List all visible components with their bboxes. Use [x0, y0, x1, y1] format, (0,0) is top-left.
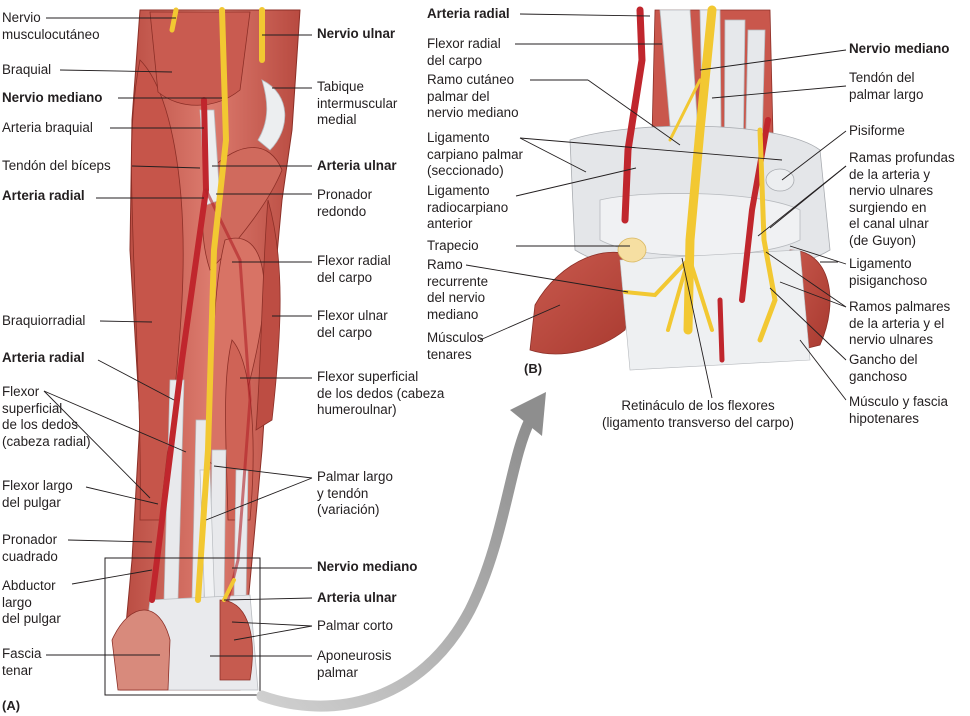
label-nervio-musculocutaneo: Nervio musculocutáneo	[2, 10, 100, 42]
panel-a-tag: (A)	[2, 698, 21, 713]
leader-lines-b-left	[465, 13, 783, 341]
label-arteria-radial-a: Arteria radial	[2, 188, 85, 203]
label-ligamento-radiocarpiano: Ligamento radiocarpiano anterior	[427, 183, 509, 231]
label-braquiorradial: Braquiorradial	[2, 313, 86, 328]
label-ramo-recurrente: Ramo recurrente del nervio mediano	[427, 257, 489, 322]
label-arteria-radial-b: Arteria radial	[427, 6, 510, 21]
label-arteria-radial-a2: Arteria radial	[2, 350, 85, 365]
leader-lines-b-right	[681, 49, 847, 401]
forearm-illustration	[104, 7, 301, 696]
label-braquial: Braquial	[2, 62, 52, 77]
label-ramo-cutaneo: Ramo cutáneo palmar del nervio mediano	[427, 72, 519, 120]
label-flexor-radial-carpo-a: Flexor radial del carpo	[317, 253, 391, 285]
label-abductor-largo-pulgar: Abductor largo del pulgar	[2, 578, 61, 626]
label-fascia-tenar: Fascia tenar	[2, 646, 42, 678]
leader-lines-a-left	[43, 17, 222, 656]
label-pronador-cuadrado: Pronador cuadrado	[2, 532, 58, 564]
label-tendon-palmar-largo: Tendón del palmar largo	[849, 70, 924, 102]
label-musculos-tenares: Músculos tenares	[427, 330, 484, 362]
label-ligamento-pisiganchoso: Ligamento pisiganchoso	[849, 256, 928, 288]
label-arteria-ulnar-a: Arteria ulnar	[317, 158, 397, 173]
label-retinaculo: Retináculo de los flexores (ligamento tr…	[602, 398, 795, 430]
label-pisiforme: Pisiforme	[849, 123, 905, 138]
panel-b-tag: (B)	[524, 361, 543, 376]
label-flexor-radial-carpo-b: Flexor radial del carpo	[427, 36, 501, 68]
label-flexor-superficial-humero: Flexor superficial de los dedos (cabeza …	[317, 369, 445, 417]
label-flexor-ulnar-carpo: Flexor ulnar del carpo	[317, 308, 388, 340]
label-nervio-mediano-a: Nervio mediano	[2, 90, 103, 105]
label-tabique: Tabique intermuscular medial	[317, 79, 398, 127]
label-nervio-mediano-b: Nervio mediano	[849, 41, 950, 56]
label-palmar-largo: Palmar largo y tendón (variación)	[317, 469, 393, 517]
label-nervio-mediano-a2: Nervio mediano	[317, 559, 418, 574]
label-nervio-ulnar: Nervio ulnar	[317, 26, 396, 41]
label-tendon-biceps: Tendón del bíceps	[2, 158, 111, 173]
connector-arrow	[256, 392, 546, 712]
label-flexor-largo-pulgar: Flexor largo del pulgar	[2, 478, 73, 510]
label-ramas-profundas: Ramas profundas de la arteria y nervio u…	[849, 150, 955, 248]
leader-lines-a-right	[205, 34, 313, 657]
label-gancho-ganchoso: Gancho del ganchoso	[849, 352, 918, 384]
label-pronador-redondo: Pronador redondo	[317, 187, 373, 219]
label-palmar-corto: Palmar corto	[317, 618, 393, 633]
label-arteria-braquial: Arteria braquial	[2, 120, 93, 135]
label-arteria-ulnar-a2: Arteria ulnar	[317, 590, 397, 605]
label-ligamento-carpiano-palmar: Ligamento carpiano palmar (seccionado)	[427, 130, 524, 178]
label-flexor-superficial-radial: Flexor superficial de los dedos (cabeza …	[2, 384, 91, 449]
label-ramos-palmares: Ramos palmares de la arteria y el nervio…	[849, 299, 951, 347]
label-aponeurosis-palmar: Aponeurosis palmar	[317, 648, 392, 680]
wrist-illustration	[529, 5, 831, 371]
label-trapecio: Trapecio	[427, 238, 479, 253]
label-musculo-hipotenar: Músculo y fascia hipotenares	[849, 394, 948, 426]
